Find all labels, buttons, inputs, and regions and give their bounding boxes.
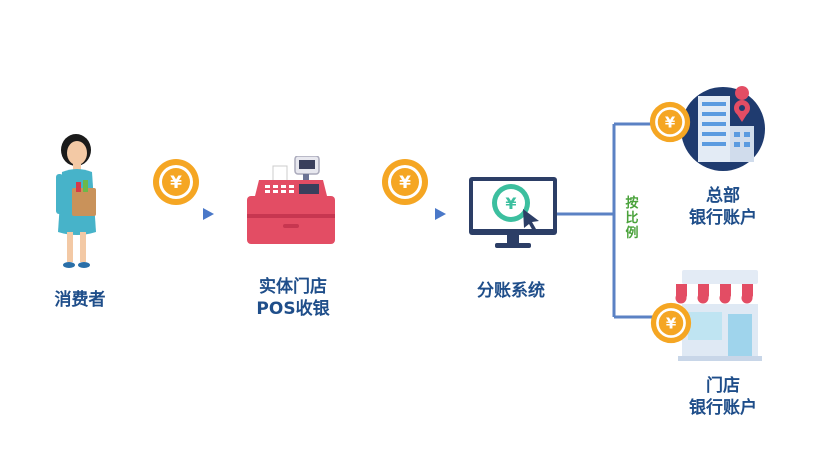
- split-connector: [557, 122, 660, 319]
- store-building-icon: [672, 268, 768, 362]
- split-system-label: 分账系统: [477, 281, 545, 301]
- arrow-consumer-to-pos: [142, 208, 214, 220]
- svg-text:¥: ¥: [505, 194, 516, 213]
- svg-text:¥: ¥: [665, 113, 676, 131]
- pos-label: 实体门店 POS收银: [256, 277, 330, 319]
- arrow-pos-to-split: [372, 208, 446, 220]
- coin-icon: ¥: [381, 158, 429, 206]
- svg-text:¥: ¥: [666, 314, 677, 332]
- store-account-label: 门店 银行账户: [689, 376, 757, 418]
- svg-text:¥: ¥: [170, 173, 182, 193]
- hq-building-icon: [680, 86, 766, 172]
- coin-icon: ¥: [649, 101, 691, 143]
- pos-register-icon: [245, 156, 337, 248]
- coin-icon: ¥: [152, 158, 200, 206]
- svg-text:¥: ¥: [399, 173, 411, 193]
- monitor-icon: ¥: [467, 175, 559, 251]
- hq-account-label: 总部 银行账户: [689, 186, 757, 228]
- coin-icon: ¥: [650, 302, 692, 344]
- consumer-woman-icon: [48, 132, 108, 272]
- consumer-label: 消费者: [54, 290, 106, 310]
- ratio-label: 按比例: [625, 196, 639, 241]
